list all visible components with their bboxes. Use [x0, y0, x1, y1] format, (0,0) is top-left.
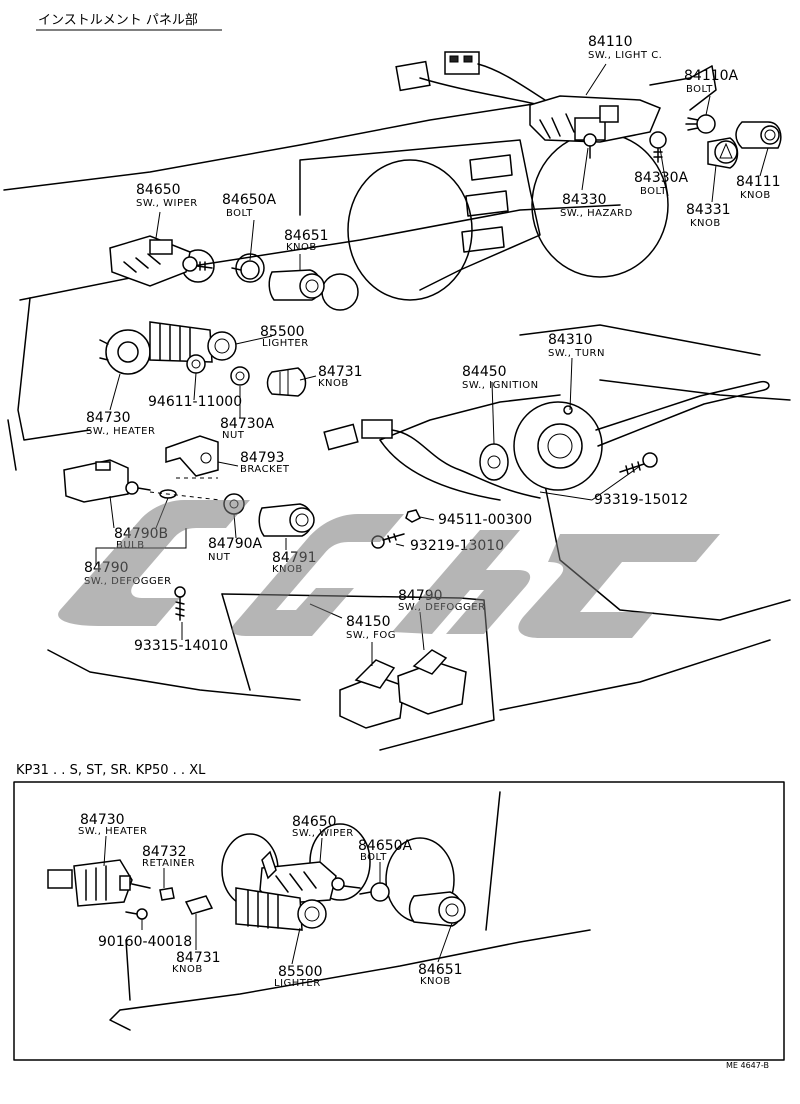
callout-84150-name: SW., FOG — [346, 630, 396, 641]
knob-84791 — [258, 503, 315, 537]
callout-84110a-name: BOLT — [686, 84, 713, 95]
turn-switch — [513, 380, 770, 491]
callout-84330a-name: BOLT — [640, 186, 667, 197]
nut-94511 — [405, 509, 422, 523]
callout-84111-num: 84111 — [736, 174, 781, 190]
inset-84650-name: SW., WIPER — [292, 828, 354, 839]
callout-93319-num: 93319-15012 — [594, 492, 688, 508]
inset-frame — [13, 781, 785, 1061]
nut-94611 — [186, 354, 206, 374]
callout-84331-num: 84331 — [686, 202, 731, 218]
header-title: インストルメント パネル部 — [38, 13, 198, 28]
inset-lighter — [235, 887, 327, 931]
callout-84310-name: SW., TURN — [548, 348, 605, 359]
callout-84793-num: 84793 — [240, 450, 285, 466]
ignition-switch — [323, 419, 541, 501]
inset-84730-name: SW., HEATER — [78, 826, 147, 837]
callout-84650-name: SW., WIPER — [136, 198, 198, 209]
callout-84790a-num: 84790A — [208, 536, 263, 552]
callout-84330a-num: 84330A — [634, 170, 689, 186]
callout-84650a-name: BOLT — [226, 208, 253, 219]
assembly-guide-lines — [149, 477, 221, 501]
watermark-logo — [58, 500, 720, 638]
callout-84731-name: KNOB — [318, 378, 349, 389]
callout-84110-name: SW., LIGHT C. — [588, 50, 662, 61]
heater-switch — [99, 329, 166, 375]
callout-84450-name: SW., IGNITION — [462, 380, 539, 391]
screw-93319 — [619, 452, 658, 475]
inset-84732-name: RETAINER — [142, 858, 195, 869]
callout-85500-num: 85500 — [260, 324, 305, 340]
callout-94511-num: 94511-00300 — [438, 512, 532, 528]
inset-85500-name: LIGHTER — [274, 978, 321, 989]
callout-84730-num: 84730 — [86, 410, 131, 426]
lighter-85500 — [149, 321, 237, 363]
inset-knob-84731 — [184, 895, 214, 915]
inset-84732-num: 84732 — [142, 844, 187, 860]
inset-84650a-num: 84650A — [358, 838, 413, 854]
callout-84651-name: KNOB — [286, 242, 317, 253]
callout-94611-num: 94611-11000 — [148, 394, 242, 410]
inset-84731-name: KNOB — [172, 964, 203, 975]
inset-84651-num: 84651 — [418, 962, 463, 978]
inset-84731-num: 84731 — [176, 950, 221, 966]
inset-retainer — [159, 887, 175, 901]
callout-84651-num: 84651 — [284, 228, 329, 244]
inset-section: KP31 . . S, ST, SR. KP50 . . XL — [13, 763, 785, 1061]
inset-84651-name: KNOB — [420, 976, 451, 987]
callout-84330-num: 84330 — [562, 192, 607, 208]
inset-84650a-name: BOLT — [360, 852, 387, 863]
knob-84651 — [268, 269, 325, 301]
dashboard-outline — [3, 65, 791, 751]
inset-84730-num: 84730 — [80, 812, 125, 828]
callout-84790a-name: NUT — [208, 552, 231, 563]
callout-84331-name: KNOB — [690, 218, 721, 229]
callout-93315-num: 93315-14010 — [134, 638, 228, 654]
callout-84793-name: BRACKET — [240, 464, 290, 475]
callout-84730-name: SW., HEATER — [86, 426, 155, 437]
callout-84111-name: KNOB — [740, 190, 771, 201]
knob-84731 — [266, 367, 307, 397]
screw-93315 — [174, 586, 186, 621]
inset-84650-num: 84650 — [292, 814, 337, 830]
callout-84650a-num: 84650A — [222, 192, 277, 208]
fog-switch — [339, 649, 467, 729]
inset-85500-num: 85500 — [278, 964, 323, 980]
drawing-code: ME 4647-B — [726, 1061, 769, 1070]
callout-84730a-name: NUT — [222, 430, 245, 441]
inset-90160-num: 90160-40018 — [98, 934, 192, 950]
nut-84730a — [230, 366, 250, 386]
defogger-switch — [63, 459, 151, 503]
inset-heater-switch — [47, 859, 151, 907]
inset-bolt-84650a — [359, 882, 390, 902]
callout-85500-name: LIGHTER — [262, 338, 309, 349]
callout-84310-num: 84310 — [548, 332, 593, 348]
bracket-84793 — [165, 435, 219, 477]
callout-84110-num: 84110 — [588, 34, 633, 50]
callout-84731-num: 84731 — [318, 364, 363, 380]
knob-84331 — [707, 137, 739, 169]
knob-84111 — [735, 121, 782, 149]
inset-knob-84651 — [408, 891, 466, 927]
inset-caption: KP31 . . S, ST, SR. KP50 . . XL — [16, 763, 206, 778]
bolt-84650a — [231, 260, 260, 280]
callout-84650-num: 84650 — [136, 182, 181, 198]
bolt-84330a — [649, 131, 667, 163]
callout-84450-num: 84450 — [462, 364, 507, 380]
inset-screw-90160 — [125, 908, 148, 920]
light-control-switch — [395, 51, 661, 159]
callout-84730a-num: 84730A — [220, 416, 275, 432]
callout-84150-num: 84150 — [346, 614, 391, 630]
callout-84110a-num: 84110A — [684, 68, 739, 84]
page-header: インストルメント パネル部 — [36, 13, 222, 31]
bolt-84110a — [685, 114, 716, 134]
callout-84330-name: SW., HAZARD — [560, 208, 633, 219]
wiper-switch — [109, 235, 213, 287]
